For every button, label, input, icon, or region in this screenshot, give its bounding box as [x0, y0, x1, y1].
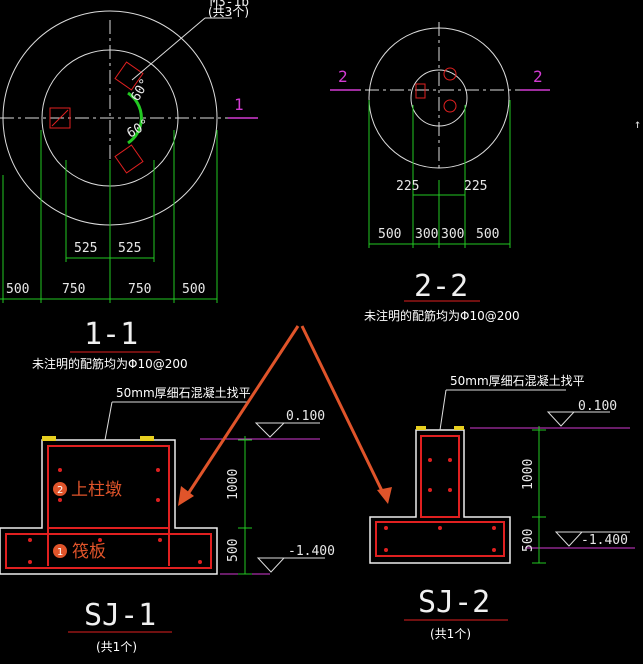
sj1-count: (共1个) — [96, 640, 137, 654]
callout-top: M3-1b — [210, 0, 249, 10]
arrow-right-shaft — [300, 325, 386, 496]
sj2-rebar-dots — [384, 458, 496, 552]
callout-leader — [131, 17, 206, 81]
plan-title-2-2: 2-2 — [414, 269, 468, 304]
sj1-level-bottom-symbol — [256, 557, 286, 573]
pile-hatch — [51, 109, 69, 127]
dim-inner-1: 525 — [74, 241, 97, 256]
section-mark-right: 2 — [533, 67, 543, 86]
plan-1-1: M3-1b (共3个) 60° 60° 1 525 525 500 750 75… — [0, 0, 258, 371]
pile-top — [443, 67, 457, 81]
section-sj-1: 50mm厚细石混凝土找平 0.100 -1.400 1000 500 2 上柱墩… — [0, 385, 335, 654]
tag-1-number: 1 — [57, 547, 63, 558]
callout-count: (共3个) — [208, 5, 249, 19]
dim-inner-2: 225 — [464, 179, 487, 194]
sj2-top-note: 50mm厚细石混凝土找平 — [450, 373, 585, 388]
sj1-title: SJ-1 — [84, 598, 156, 633]
arrow-left-head — [178, 486, 194, 506]
tag-1-badge — [53, 544, 67, 558]
sj1-level-top: 0.100 — [286, 409, 325, 424]
angle-label-a: 60° — [128, 76, 153, 104]
dim-outer-3: 300 — [441, 227, 464, 242]
sj1-top-note: 50mm厚细石混凝土找平 — [116, 385, 251, 400]
sj1-dim-vertical — [238, 436, 252, 575]
plan-2-2: 2 2 225 225 500 300 300 500 2-2 未注明的配筋均为… — [330, 22, 550, 323]
sj2-rebar-pier — [420, 435, 460, 518]
sj1-note-leader — [104, 401, 113, 441]
section-sj-2: 50mm厚细石混凝土找平 0.100 -1.400 1000 500 SJ-2 … — [369, 373, 635, 641]
dim-outer-1: 500 — [6, 282, 29, 297]
rebar-arc — [127, 91, 143, 145]
dimensions-1-1 — [0, 130, 218, 303]
sj2-dim-lower: 500 — [521, 529, 536, 552]
sj2-note-leader — [439, 389, 447, 431]
sj2-leveling-l — [416, 426, 426, 430]
sj2-level-top-symbol — [546, 411, 576, 427]
sj1-outline — [0, 439, 218, 575]
tag-1-label: 筏板 — [72, 542, 106, 562]
sj2-dim-vertical — [532, 426, 546, 564]
sj1-rebar-raft — [5, 533, 212, 569]
dim-outer-3: 750 — [128, 282, 151, 297]
arrow-right-head — [377, 487, 392, 504]
sj1-level-top-symbol — [254, 422, 286, 438]
sj2-level-top: 0.100 — [578, 399, 617, 414]
dim-outer-2: 300 — [415, 227, 438, 242]
sj1-dim-upper: 1000 — [226, 469, 241, 500]
sj1-rebar-dots — [28, 468, 202, 564]
sj2-leveling-r — [454, 426, 464, 430]
plan-note-2-2: 未注明的配筋均为Φ10@200 — [364, 308, 520, 323]
sj2-count: (共1个) — [430, 627, 471, 641]
angle-label-b: 60° — [125, 117, 153, 142]
annotation-arrows — [178, 325, 392, 506]
sj2-level-bottom: -1.400 — [581, 533, 628, 548]
plan-note-1-1: 未注明的配筋均为Φ10@200 — [32, 356, 188, 371]
pile-left — [415, 83, 426, 99]
dim-inner-2: 525 — [118, 241, 141, 256]
pile-bottom — [443, 99, 457, 113]
sj2-level-bottom-symbol — [554, 531, 584, 547]
dim-outer-2: 750 — [62, 282, 85, 297]
edge-fragment-icon: ↑ — [634, 117, 641, 131]
dim-outer-4: 500 — [476, 227, 499, 242]
sj2-rebar-raft — [375, 521, 505, 557]
sj1-leveling-r — [140, 436, 154, 441]
sj2-outline — [369, 429, 511, 564]
dim-inner-1: 225 — [396, 179, 419, 194]
dimensions-2-2 — [368, 100, 511, 248]
plan-title-1-1: 1-1 — [84, 317, 138, 352]
section-mark-left: 2 — [338, 67, 348, 86]
pile-square-top — [114, 61, 144, 91]
tag-2-badge — [53, 482, 67, 496]
pile-square-bottom — [114, 144, 144, 174]
tag-2-number: 2 — [57, 485, 63, 496]
pile-square-left — [49, 107, 71, 129]
sj1-leveling-l — [42, 436, 56, 441]
arrow-left-shaft — [184, 325, 300, 498]
section-mark: 1 — [234, 95, 244, 114]
sj1-level-bottom: -1.400 — [288, 544, 335, 559]
dim-outer-4: 500 — [182, 282, 205, 297]
tag-2-label: 上柱墩 — [71, 480, 122, 500]
sj2-dim-upper: 1000 — [521, 459, 536, 490]
sj1-dim-lower: 500 — [226, 539, 241, 562]
dim-outer-1: 500 — [378, 227, 401, 242]
sj2-title: SJ-2 — [418, 585, 490, 620]
